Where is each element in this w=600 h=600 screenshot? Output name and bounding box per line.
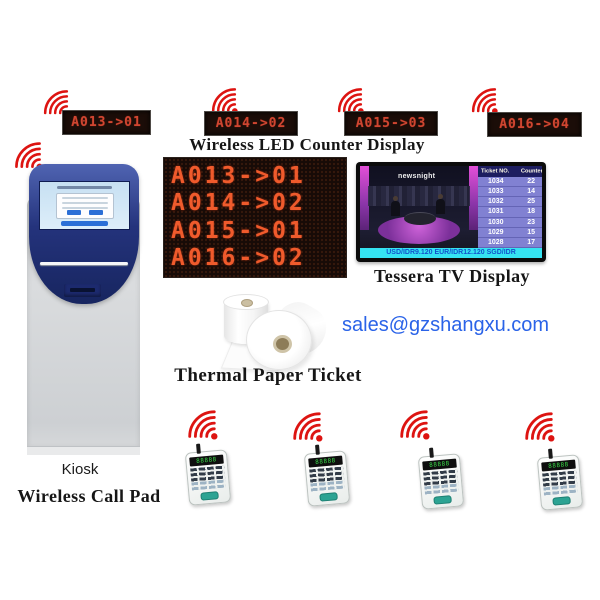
ticket-outlet-slot: [70, 288, 95, 292]
ticket-table-header: Ticket NO. Counter: [478, 166, 542, 177]
wifi-signal-icon: [286, 410, 328, 444]
led-counter-text: A014->02: [215, 116, 287, 131]
paper-roll-lying: [246, 310, 312, 370]
call-pad-lcd: 88888: [541, 459, 576, 472]
ticket-no-cell: 1030: [488, 218, 504, 226]
city-skyline-backdrop: [368, 186, 470, 206]
wifi-signal-icon: [393, 408, 435, 442]
led-line: A016->02: [171, 244, 306, 271]
table-row: 1030 23: [478, 218, 542, 228]
led-counter-display-1: A013->01: [62, 110, 151, 135]
tv-screen: newsnight Ticket NO. Counter 1034 22 103…: [360, 166, 542, 258]
call-pad-call-button[interactable]: [200, 491, 219, 501]
ticket-no-header: Ticket NO.: [481, 168, 510, 175]
counter-cell: 22: [527, 178, 535, 186]
call-pad-lcd: 88888: [422, 458, 457, 471]
ticket-no-cell: 1034: [488, 178, 504, 186]
ticket-no-cell: 1029: [488, 228, 504, 236]
led-counter-text: A016->04: [499, 117, 570, 132]
table-row: 1033 14: [478, 187, 542, 198]
ticket-no-cell: 1032: [488, 198, 504, 206]
led-counter-display-4: A016->04: [487, 112, 582, 137]
tv-display-caption: Tessera TV Display: [374, 266, 530, 286]
counter-cell: 23: [527, 218, 535, 226]
kiosk-screen-bottom-button: [61, 221, 108, 226]
wifi-signal-icon: [181, 408, 223, 442]
counter-display-caption: Wireless LED Counter Display: [189, 135, 425, 154]
counter-cell: 25: [527, 198, 535, 206]
ticket-no-cell: 1033: [488, 188, 504, 196]
led-counter-display-3: A015->03: [344, 111, 438, 136]
counter-cell: 14: [527, 188, 535, 196]
currency-ticker: USD/IDR9.120 EUR/IDR12.120 SGD/IDR: [360, 248, 542, 258]
main-led-display: A013->01 A014->02 A015->01 A016->02: [163, 157, 347, 278]
led-line: A013->01: [171, 163, 306, 190]
call-pad-lcd: 88888: [308, 455, 343, 468]
wifi-signal-icon: [8, 140, 48, 172]
kiosk-screen-dialog: [56, 193, 115, 219]
studio-light-panel: [469, 166, 478, 230]
kiosk-dialog-button: [89, 209, 104, 215]
call-pad-lcd: 88888: [189, 454, 224, 467]
antenna: [429, 447, 434, 458]
sales-email-link[interactable]: sales@gzshangxu.com: [342, 314, 550, 336]
antenna: [196, 443, 201, 454]
tv-display: newsnight Ticket NO. Counter 1034 22 103…: [356, 162, 546, 262]
ticket-no-cell: 1031: [488, 208, 504, 216]
led-counter-text: A015->03: [355, 116, 427, 131]
kiosk-groove: [40, 262, 128, 265]
counter-cell: 17: [527, 238, 535, 246]
wireless-call-pad[interactable]: 88888: [303, 444, 351, 507]
newsnight-logo: newsnight: [398, 173, 436, 180]
call-pad-call-button[interactable]: [319, 492, 338, 502]
wifi-signal-icon: [466, 86, 502, 116]
kiosk-dialog-button: [67, 209, 82, 215]
led-counter-text: A013->01: [71, 115, 142, 130]
wireless-call-pad[interactable]: 88888: [536, 448, 584, 511]
kiosk-screen-title-bar: [56, 186, 113, 189]
counter-cell: 18: [527, 208, 535, 216]
call-pad-call-button[interactable]: [552, 496, 571, 506]
table-row: 1029 15: [478, 228, 542, 238]
led-counter-display-2: A014->02: [204, 111, 298, 136]
thermal-paper-image: [212, 288, 352, 380]
studio-table: [404, 212, 436, 225]
call-pad-caption: Wireless Call Pad: [17, 486, 161, 506]
presenter-silhouette: [391, 196, 400, 216]
table-row: 1034 22: [478, 177, 542, 188]
counter-header: Counter: [520, 168, 542, 175]
ticket-no-cell: 1028: [488, 238, 504, 246]
call-pad-function-keys[interactable]: [543, 484, 578, 496]
call-pad-function-keys[interactable]: [191, 479, 226, 491]
studio-light-panel: [360, 166, 369, 230]
kiosk-base: [27, 446, 140, 455]
kiosk-ticket-printer: [64, 284, 101, 297]
guest-silhouette: [436, 194, 445, 214]
kiosk-caption: Kiosk: [61, 461, 99, 478]
table-row: 1032 25: [478, 197, 542, 208]
table-row: 1028 17: [478, 238, 542, 248]
wifi-signal-icon: [518, 410, 560, 444]
thermal-paper-caption: Thermal Paper Ticket: [174, 365, 362, 386]
kiosk-touchscreen[interactable]: [39, 181, 130, 230]
call-pad-call-button[interactable]: [433, 495, 452, 505]
call-pad-function-keys[interactable]: [424, 483, 459, 495]
ticket-queue-table: Ticket NO. Counter 1034 22 1033 14 1032 …: [478, 166, 542, 248]
led-line: A014->02: [171, 190, 306, 217]
wireless-call-pad[interactable]: 88888: [184, 443, 232, 506]
antenna: [315, 444, 320, 455]
wireless-call-pad[interactable]: 88888: [417, 447, 465, 510]
counter-cell: 15: [527, 228, 535, 236]
news-studio-scene: newsnight: [360, 166, 478, 248]
led-line: A015->01: [171, 217, 306, 244]
call-pad-function-keys[interactable]: [310, 480, 345, 492]
table-row: 1031 18: [478, 207, 542, 218]
antenna: [548, 448, 553, 459]
